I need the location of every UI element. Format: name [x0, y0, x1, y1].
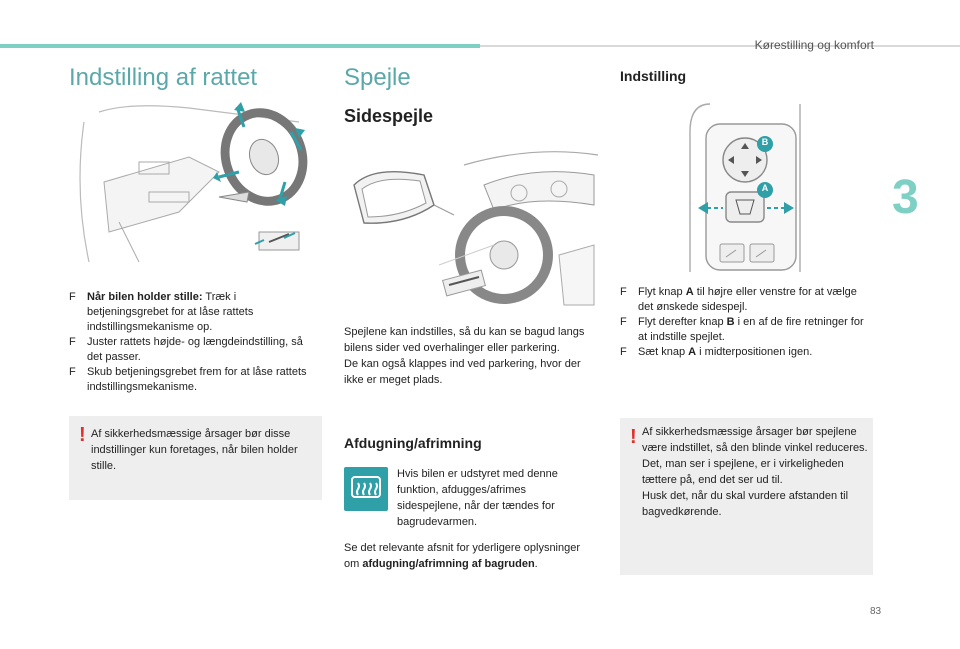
list-item: F Flyt derefter knap B i en af de fire r… — [620, 315, 872, 345]
warning-text: Af sikkerhedsmæssige årsager bør spejlen… — [642, 424, 868, 520]
bullet-marker: F — [69, 291, 76, 303]
steering-section-title: Indstilling af rattet — [69, 64, 258, 91]
bullet-marker: F — [69, 366, 76, 378]
bullet-text: Juster rattets højde- og længdeindstilli… — [87, 336, 303, 363]
steering-instructions: F Når bilen holder stille: Træk i betjen… — [69, 290, 319, 395]
control-label-b: B — [761, 137, 769, 147]
warning-text: Af sikkerhedsmæssige årsager bør disse i… — [91, 428, 298, 472]
list-item: F Når bilen holder stille: Træk i betjen… — [69, 290, 319, 335]
rear-defrost-icon — [351, 476, 381, 498]
button-key: B — [726, 316, 735, 328]
mirrors-section-title: Spejle — [344, 64, 411, 91]
see-also-text: Se det relevante afsnit for yderligere o… — [344, 542, 581, 570]
bullet-marker: F — [69, 336, 76, 348]
side-mirrors-subtitle: Sidespejle — [344, 106, 434, 126]
see-also-end: . — [534, 558, 538, 570]
button-key: A — [685, 286, 694, 298]
bullet-marker: F — [620, 316, 627, 328]
bullet-text: til højre eller venstre for at vælge det… — [638, 286, 857, 313]
mirror-warning-box: ! Af sikkerhedsmæssige årsager bør spejl… — [620, 418, 873, 575]
button-key: A — [688, 346, 697, 358]
see-also-note: Se det relevante afsnit for yderligere o… — [344, 540, 594, 572]
header-rule — [480, 45, 960, 47]
dashboard-mirror-icon — [353, 151, 599, 306]
running-header: Kørestilling og komfort — [754, 38, 874, 52]
control-label-a: A — [761, 183, 769, 193]
see-also-topic: afdugning/afrimning af bagruden — [362, 558, 535, 570]
list-item: F Skub betjeningsgrebet frem for at låse… — [69, 365, 319, 395]
warning-icon: ! — [630, 426, 637, 448]
list-item: F Flyt knap A til højre eller venstre fo… — [620, 285, 872, 315]
header-accent-bar — [0, 44, 480, 48]
page-number: 83 — [870, 606, 882, 617]
bullet-text: i en af de fire retninger for at indstil… — [638, 316, 864, 343]
bullet-bold: Når bilen holder stille: — [87, 291, 203, 303]
bullet-marker: F — [620, 286, 627, 298]
mirror-control-panel-icon — [689, 103, 801, 272]
bullet-text: Skub betjeningsgrebet frem for at låse r… — [87, 366, 307, 393]
steering-wheel-icon — [79, 102, 308, 263]
steering-warning-box: ! Af sikkerhedsmæssige årsager bør disse… — [69, 416, 322, 500]
defrost-button-illustration — [344, 467, 388, 511]
chapter-number: 3 — [892, 171, 919, 224]
steering-wheel-illustration — [69, 102, 321, 274]
bullet-text: Træk i betjeningsgrebet for at låse ratt… — [87, 291, 254, 333]
adjustment-instructions: F Flyt knap A til højre eller venstre fo… — [620, 285, 872, 360]
bullet-text: i midterpositionen igen. — [696, 346, 813, 358]
bullet-text: Flyt knap — [638, 286, 686, 298]
mirrors-paragraph-1: Spejlene kan indstilles, så du kan se ba… — [344, 326, 585, 354]
mirrors-description: Spejlene kan indstilles, så du kan se ba… — [344, 324, 594, 388]
bullet-text: Sæt knap — [638, 346, 689, 358]
mirror-control-illustration: B A — [620, 102, 872, 272]
list-item: F Juster rattets højde- og længdeindstil… — [69, 335, 319, 365]
adjustment-subtitle: Indstilling — [620, 68, 687, 84]
bullet-marker: F — [620, 346, 627, 358]
warning-icon: ! — [79, 424, 86, 446]
list-item: F Sæt knap A i midterpositionen igen. — [620, 345, 872, 360]
defrost-subtitle: Afdugning/afrimning — [344, 435, 482, 451]
warning-line-2: Det, man ser i spejlene, er i virkelighe… — [642, 458, 844, 486]
side-mirror-illustration — [344, 145, 599, 313]
warning-line-1: Af sikkerhedsmæssige årsager bør spejlen… — [642, 426, 868, 454]
defrost-description: Hvis bilen er udstyret med denne funktio… — [397, 468, 558, 528]
bullet-text: Flyt derefter knap — [638, 316, 727, 328]
mirrors-paragraph-2: De kan også klappes ind ved parkering, h… — [344, 358, 581, 386]
warning-line-3: Husk det, når du skal vurdere afstanden … — [642, 490, 849, 518]
